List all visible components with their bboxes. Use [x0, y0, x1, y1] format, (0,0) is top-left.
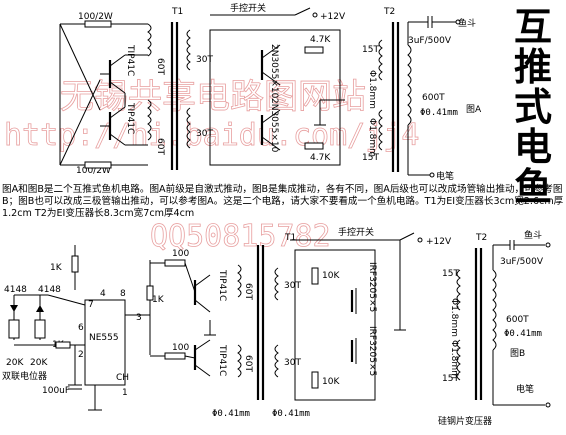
title-char-3: 式: [514, 84, 552, 129]
fa-r-top-label: 100/2W: [78, 12, 113, 22]
fb-pin7: 7: [88, 300, 94, 310]
fb-electric-pen: 电笔: [516, 383, 534, 395]
fa-q-top-label: TIP41C: [125, 44, 135, 76]
fa-coil-15t-a: 15T: [362, 45, 379, 55]
fb-r-100-a: 100: [172, 249, 189, 259]
fb-r-1k-a: 1K: [50, 263, 63, 273]
fb-pin1: 1: [122, 388, 128, 398]
fb-q-bottom: TIP41C: [217, 344, 227, 376]
figure-a: 100/2W 100/2W TIP41C TIP41C T1 60T 6: [59, 2, 482, 182]
fa-cap: 3uF/500V: [408, 36, 452, 46]
fb-coil-15t-b: 15T: [442, 374, 459, 384]
fa-r-bottom-label: 100/2W: [76, 166, 111, 176]
fa-wire-b: Φ1.8mm: [367, 118, 377, 157]
fa-vcc-label: +12V: [320, 12, 346, 22]
fb-pot2: 20K: [30, 358, 48, 368]
fb-wire-600t: Φ0.41mm: [504, 329, 542, 339]
fb-wire-b: Φ1.8mm: [449, 340, 459, 379]
fa-q-mid-bottom: 2N3055×10: [269, 98, 279, 153]
fb-ic-sub: CH: [116, 373, 129, 383]
fa-label: 图A: [466, 104, 482, 115]
fb-wire-041-a: Φ0.41mm: [212, 409, 250, 419]
fa-r-47k-a: 4.7K: [310, 35, 331, 45]
fa-electric-pen: 电笔: [436, 170, 454, 182]
fb-coil-600t: 600T: [506, 315, 529, 325]
fb-pin3: 3: [136, 313, 142, 323]
fb-coil-60t-b: 60T: [243, 355, 253, 372]
watermark-line3: QQ50815782: [150, 219, 331, 254]
fb-pin8: 8: [120, 289, 126, 299]
fb-r-100-b: 100: [172, 343, 189, 353]
title-char-4: 电: [514, 124, 552, 169]
fb-coil-30t-b: 30T: [284, 358, 301, 368]
fa-r-47k-b: 4.7K: [310, 153, 331, 163]
fb-q-top: TIP41C: [217, 269, 227, 301]
fb-coil-30t-a: 30T: [284, 281, 301, 291]
fa-coil-600t: 600T: [422, 93, 445, 103]
fa-coil-15t-b: 15T: [362, 153, 379, 163]
fa-fish-bucket: 鱼斗: [458, 17, 476, 29]
fb-d1: 4148: [4, 285, 27, 295]
fb-r-10k-b: 10K: [322, 377, 340, 387]
fb-wire-a: Φ1.8mm: [449, 298, 459, 337]
fb-transformer-note: 硅钢片变压器: [438, 415, 492, 427]
fb-switch-label: 手控开关: [338, 226, 374, 238]
fa-switch-label: 手控开关: [230, 2, 266, 14]
fa-t1-label: T1: [171, 7, 183, 17]
fb-mos-top: IRF3205×5: [367, 262, 377, 312]
fb-label: 图B: [510, 348, 525, 359]
fb-t2-label: T2: [475, 233, 487, 243]
fb-pin2: 2: [78, 350, 84, 360]
fa-wire-a: Φ1.8mm: [367, 70, 377, 109]
fb-pot-label: 双联电位器: [2, 370, 47, 382]
fa-q-bottom-label: TIP41C: [125, 102, 135, 134]
fa-t2-label: T2: [383, 7, 395, 17]
fa-wire-600t: Φ0.41mm: [420, 108, 458, 118]
fb-ic-label: NE555: [89, 333, 119, 343]
description-text: 图A和图B是二个互推式鱼机电路。图A前级是自激式推动，图B是集成推动，各有不同，…: [2, 184, 564, 219]
fb-r-1k-c: 1K: [152, 295, 165, 305]
fa-coil-30t-a: 30T: [196, 55, 213, 65]
fb-t1-label: T1: [284, 233, 296, 243]
fb-pot1: 20K: [6, 358, 24, 368]
fa-coil-60t-a: 60T: [155, 58, 165, 75]
fb-vcc-label: +12V: [426, 237, 452, 247]
fa-coil-60t-b: 60T: [155, 138, 165, 155]
figure-b: 4148 4148 1K 1K 20K 20K 双联电位器 100uF NE55…: [2, 226, 551, 427]
fb-cap: 3uF/500V: [500, 257, 544, 267]
fb-cap-100uf: 100uF: [42, 386, 70, 396]
fa-q-mid-top: 2N3055×10: [269, 44, 279, 99]
fb-coil-60t-a: 60T: [243, 283, 253, 300]
watermark-line2: http://hi.baidu.com/jj4: [4, 118, 419, 153]
fb-pin6: 6: [78, 323, 84, 333]
fb-wire-041-b: Φ0.41mm: [272, 409, 310, 419]
fb-fish-bucket: 鱼斗: [524, 229, 542, 241]
fb-pin4: 4: [100, 289, 106, 299]
fa-coil-30t-b: 30T: [196, 129, 213, 139]
title-char-5: 鱼: [514, 164, 552, 209]
title-char-1: 互: [514, 4, 552, 49]
fb-r-10k-a: 10K: [322, 271, 340, 281]
fb-ic-body: [84, 299, 126, 386]
fb-d2: 4148: [38, 285, 61, 295]
fb-coil-15t-a: 15T: [442, 269, 459, 279]
fb-mos-bottom: IRF3205×5: [367, 326, 377, 376]
title-vertical: 互 推 式 电 鱼: [514, 4, 552, 209]
title-char-2: 推: [514, 44, 552, 89]
